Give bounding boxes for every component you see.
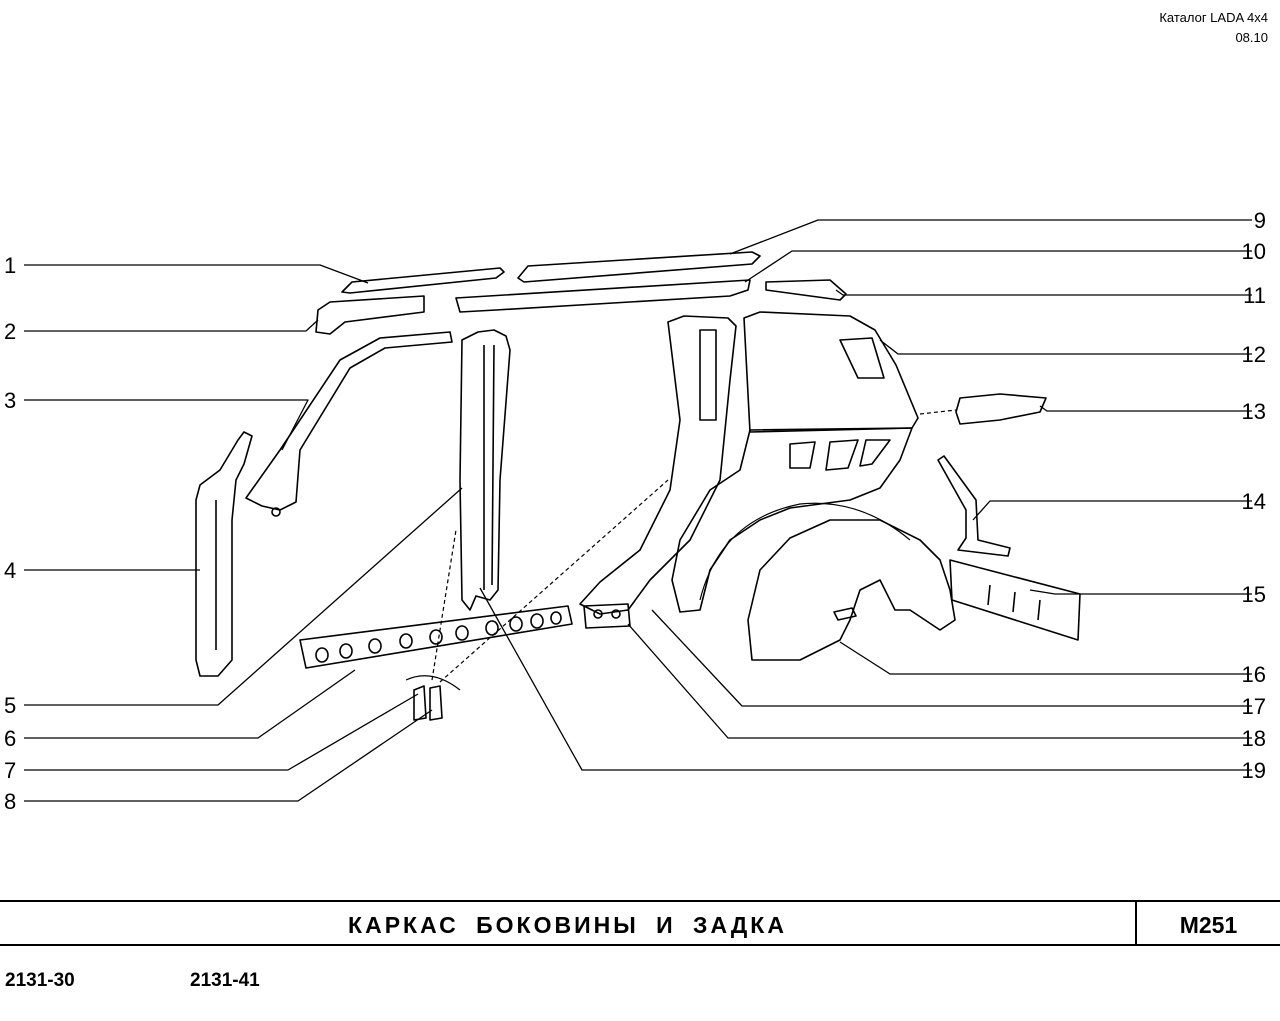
- part-17-pillar-inner: [699, 329, 717, 421]
- part-9-roof-rail: [517, 251, 761, 283]
- callout-13: 13: [1241, 399, 1266, 424]
- part-4-hinge-pillar: [195, 431, 253, 677]
- callout-14: 14: [1241, 489, 1266, 514]
- part-2-roof-bracket: [315, 295, 425, 335]
- part-7-bracket: [413, 685, 427, 721]
- callout-1: 1: [4, 253, 17, 278]
- page-code: M251: [1179, 912, 1238, 938]
- leader-lines: [24, 219, 1252, 802]
- callout-15: 15: [1241, 582, 1266, 607]
- part-17-rear-pillar: [579, 315, 737, 615]
- callout-10: 10: [1241, 239, 1266, 264]
- callout-5: 5: [4, 693, 17, 718]
- rear-inner-panel: [671, 427, 913, 613]
- callout-2: 2: [4, 319, 17, 344]
- part-15-slots: [987, 584, 1041, 621]
- part-18-lower-bracket: [583, 603, 631, 629]
- callout-12: 12: [1241, 342, 1266, 367]
- model-code-1: 2131-30: [5, 970, 75, 991]
- catalog-title: Каталог LADA 4x4: [1159, 10, 1268, 25]
- title-bar: КАРКАС БОКОВИНЫ И ЗАДКА M251: [0, 900, 1280, 946]
- part-6-sill: [299, 605, 573, 669]
- callout-16: 16: [1241, 662, 1266, 687]
- part-14-support: [937, 455, 1011, 557]
- part-13-bracket: [955, 393, 1047, 425]
- part-16-wheel-arch: [747, 519, 956, 661]
- callout-7: 7: [4, 758, 17, 783]
- catalog-date: 08.10: [1235, 30, 1268, 45]
- callout-4: 4: [4, 558, 17, 583]
- callout-3: 3: [4, 388, 17, 413]
- part-1-roof-trim: [341, 267, 505, 294]
- part-16-inner-arc: [699, 502, 911, 601]
- page-title: КАРКАС БОКОВИНЫ И ЗАДКА: [348, 912, 787, 938]
- assembly-arrows: [431, 479, 669, 683]
- exploded-body-diagram: [24, 219, 1252, 802]
- part-12-window: [839, 337, 885, 379]
- part-6-sill-holes: [315, 611, 562, 663]
- part-16-tab: [833, 607, 857, 621]
- callout-18: 18: [1241, 726, 1266, 751]
- callout-8: 8: [4, 789, 17, 814]
- model-code-2: 2131-41: [190, 970, 260, 991]
- title-divider: [1135, 902, 1137, 944]
- part-8-bracket: [429, 685, 443, 721]
- part-3-a-pillar: [245, 331, 453, 511]
- part-12-quarter-panel: [743, 311, 919, 433]
- part-15-floor-member: [949, 559, 1081, 641]
- callout-19: 19: [1241, 758, 1266, 783]
- callout-17: 17: [1241, 694, 1266, 719]
- callout-6: 6: [4, 726, 17, 751]
- part-3-hole: [271, 507, 281, 517]
- part-10-roof-rail-inner: [455, 279, 751, 313]
- callout-11: 11: [1243, 283, 1266, 308]
- part-11-rear-roof-trim: [765, 279, 847, 301]
- rear-inner-cutouts: [789, 439, 891, 471]
- callout-9: 9: [1253, 208, 1266, 233]
- part-5-center-pillar: [459, 329, 511, 611]
